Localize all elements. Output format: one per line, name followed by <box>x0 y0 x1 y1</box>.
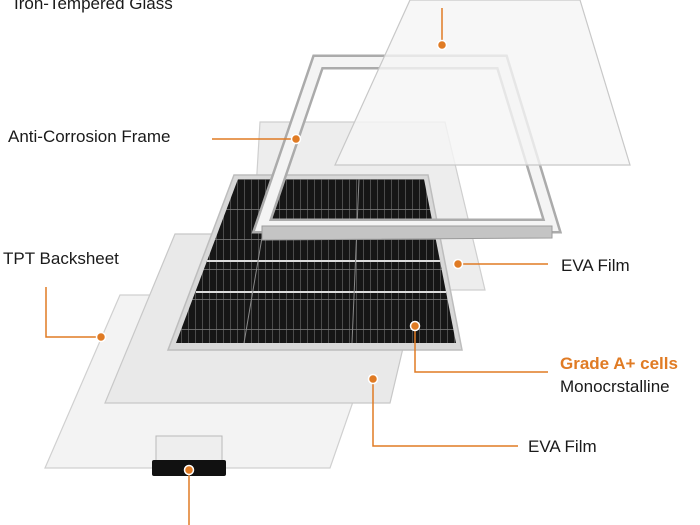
frame-label: Anti-Corrosion Frame <box>8 127 171 146</box>
backsheet-marker-dot <box>95 331 107 343</box>
eva-top-marker-dot <box>452 258 464 270</box>
backsheet-label: TPT Backsheet <box>3 249 119 268</box>
backsheet-leader-line <box>45 287 101 338</box>
glass-label: Iron-Tempered Glass <box>14 0 173 13</box>
iron-tempered-glass-sheet <box>334 0 631 166</box>
eva-bottom-label: EVA Film <box>528 437 597 456</box>
eva-bottom-leader-line <box>372 379 518 447</box>
eva-top-label: EVA Film <box>561 256 630 275</box>
frame-marker-dot <box>290 133 302 145</box>
eva-bottom-marker-dot <box>367 373 379 385</box>
junction-box-icon <box>152 435 226 476</box>
cells-leader-line <box>414 326 548 373</box>
glass-marker-dot <box>436 39 448 51</box>
cells-sublabel: Monocrstalline <box>560 377 670 396</box>
cells-marker-dot <box>409 320 421 332</box>
cells-label: Grade A+ cells <box>560 354 678 373</box>
junction-marker-dot <box>183 464 195 476</box>
